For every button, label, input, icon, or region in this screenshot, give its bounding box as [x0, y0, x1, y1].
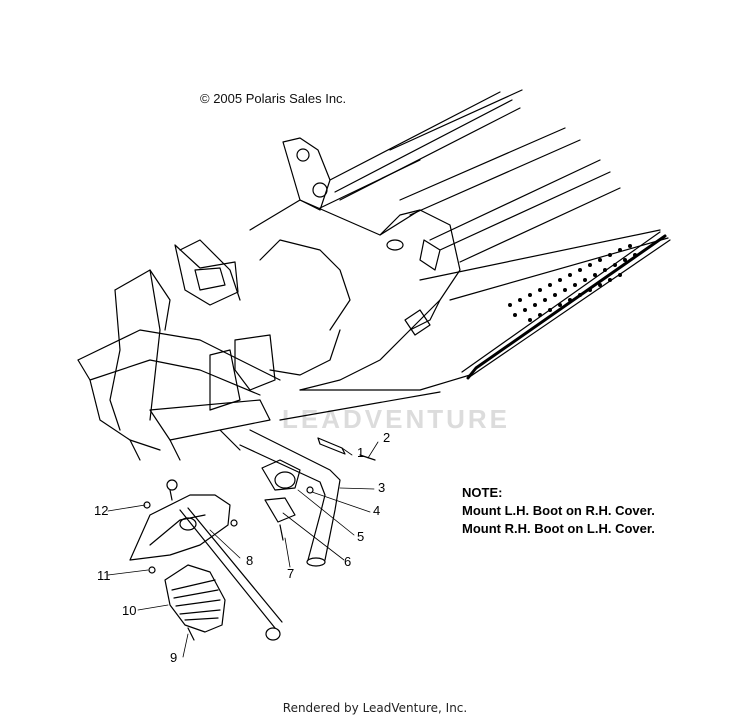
rendered-by-footer: Rendered by LeadVenture, Inc.: [282, 701, 468, 715]
watermark-text: LEADVENTURE: [282, 404, 510, 434]
steering-post: [317, 437, 376, 461]
running-board-perforations: [508, 244, 637, 322]
copyright-text: © 2005 Polaris Sales Inc.: [200, 91, 347, 106]
callout-4: 4: [373, 503, 380, 518]
bolt-9: [187, 627, 195, 641]
lower-cover: [129, 479, 238, 561]
callout-12: 12: [94, 503, 108, 518]
mounting-note: NOTE: Mount L.H. Boot on R.H. Cover. Mou…: [462, 484, 655, 538]
clamp: [261, 459, 301, 491]
tunnel-rails: [319, 89, 621, 263]
callout-8: 8: [246, 553, 253, 568]
callout-9: 9: [170, 650, 177, 665]
bolt-11: [148, 566, 156, 574]
leader-lines: [107, 441, 379, 658]
bracket: [264, 486, 314, 541]
callout-5: 5: [357, 529, 364, 544]
callout-7: 7: [287, 566, 294, 581]
callout-10: 10: [122, 603, 136, 618]
note-heading: NOTE:: [462, 485, 503, 500]
tie-rod: [179, 507, 283, 641]
callout-1: 1: [357, 445, 364, 460]
rubber-boot: [164, 564, 226, 633]
callout-numbers: 1 2 3 4 5 6 7 8 9 10 11 12: [94, 430, 390, 665]
front-frame: [77, 239, 281, 461]
chassis-bulkhead: [249, 137, 471, 421]
callout-3: 3: [378, 480, 385, 495]
running-board: [419, 229, 671, 380]
callout-11: 11: [97, 568, 111, 583]
note-line-2: Mount R.H. Boot on L.H. Cover.: [462, 521, 655, 536]
callout-6: 6: [344, 554, 351, 569]
note-line-1: Mount L.H. Boot on R.H. Cover.: [462, 503, 655, 518]
boot-tube: [239, 429, 341, 567]
callout-2: 2: [383, 430, 390, 445]
